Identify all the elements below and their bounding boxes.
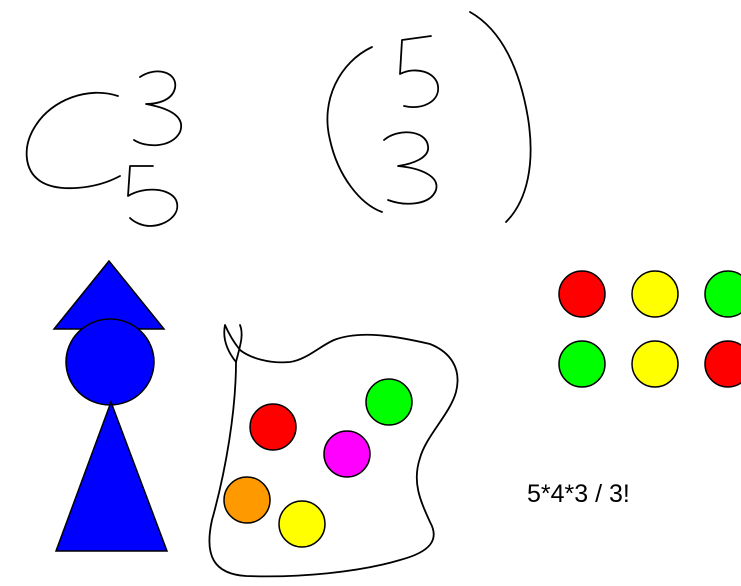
handwritten-right-parenthesis	[470, 12, 531, 222]
handwritten-left-parenthesis	[327, 47, 382, 212]
grid-ball-green	[559, 341, 605, 387]
handwritten-binomial-right	[327, 12, 530, 222]
grid-ball-red	[559, 271, 605, 317]
bag-ball-magenta	[324, 431, 370, 477]
bag-ball-red	[250, 404, 296, 450]
handwritten-digit-3-bottom	[384, 132, 437, 203]
formula-text: 5*4*3 / 3!	[527, 480, 630, 509]
bag-ball-yellow	[279, 501, 325, 547]
grid-ball-yellow	[632, 271, 678, 317]
grid-ball-green	[705, 271, 741, 317]
handwritten-combination-left	[27, 71, 182, 226]
handwritten-digit-5-bottom	[128, 166, 177, 226]
blue-figure	[54, 261, 167, 551]
grid-ball-red	[705, 341, 741, 387]
bag-ball-green	[366, 379, 412, 425]
bag-ball-orange	[224, 477, 270, 523]
figure-head-circle	[66, 319, 154, 405]
handwritten-digit-5-top	[400, 36, 438, 107]
figure-body-triangle	[56, 402, 167, 551]
handwritten-digit-3-top	[134, 71, 181, 145]
bag-of-balls	[209, 325, 457, 576]
selection-grid	[559, 271, 741, 387]
bag-tie-strand	[236, 325, 242, 362]
grid-ball-yellow	[632, 341, 678, 387]
handwritten-c-letter	[27, 93, 120, 188]
